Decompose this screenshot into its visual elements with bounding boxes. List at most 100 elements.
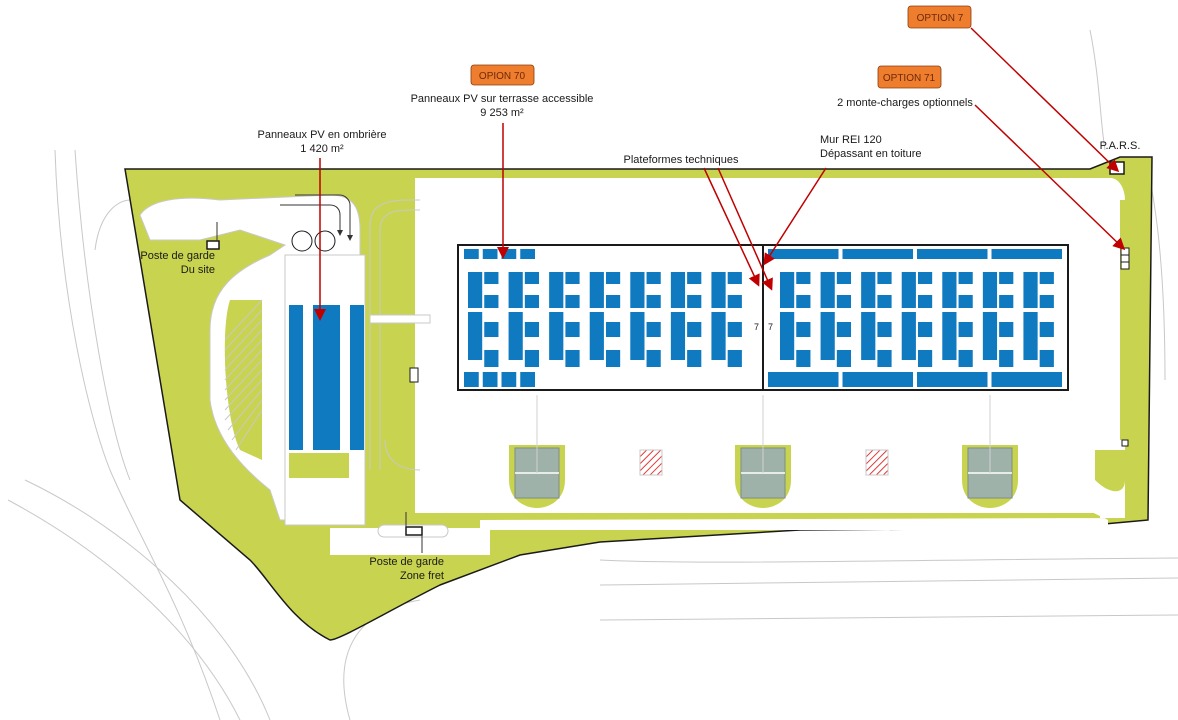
pv-column [942, 312, 957, 360]
pv-block [565, 350, 580, 367]
cell-number-right: 7 [768, 322, 773, 332]
tank-2 [314, 230, 336, 252]
pv-block [917, 350, 933, 367]
tank-1 [291, 230, 313, 252]
pv-block [605, 322, 621, 337]
pv-shade-label-2: 1 420 m² [300, 143, 344, 155]
loading-docks [509, 395, 1018, 508]
roof-pv-panels [464, 249, 1062, 387]
pv-shade-label-1: Panneaux PV en ombrière [257, 129, 386, 141]
pv-block [727, 272, 742, 284]
pv-band-top [464, 249, 479, 259]
arrow-wall [763, 167, 827, 266]
option-badge-70[interactable]: OPION 70 [470, 64, 535, 86]
parking-green-strip [289, 453, 349, 478]
pv-block [687, 272, 702, 284]
pv-column [1023, 312, 1038, 360]
platforms-label: Plateformes techniques [624, 154, 739, 166]
pv-block [484, 350, 499, 367]
annotation-arrows [314, 27, 1126, 321]
pv-block [958, 272, 973, 284]
guard-site-label-2: Du site [181, 264, 215, 276]
pv-block [524, 322, 540, 337]
pv-column [901, 312, 916, 360]
pv-band-bottom [501, 372, 517, 387]
pv-block [565, 295, 580, 308]
arrow-pars [970, 27, 1120, 173]
pv-column [589, 272, 604, 308]
pv-column [468, 312, 483, 360]
pv-block [1039, 295, 1054, 308]
pv-column [982, 272, 998, 308]
pv-column [711, 312, 726, 360]
stair-core-west [409, 367, 419, 383]
pv-block [646, 295, 661, 308]
pv-column [670, 272, 686, 308]
pv-block [836, 272, 852, 284]
pv-column [549, 272, 564, 308]
option-badge-71[interactable]: OPTION 71 [877, 65, 942, 89]
pv-block [999, 295, 1014, 308]
pv-band-bottom [520, 372, 535, 387]
pv-column [861, 272, 876, 308]
east-green-strip [1120, 200, 1134, 440]
pv-column [1023, 272, 1038, 308]
hatched-zone-1 [639, 449, 663, 476]
pv-block [727, 350, 742, 367]
option-7-label: OPTION 7 [917, 13, 964, 24]
pv-column [549, 312, 564, 360]
pv-shade-row-2 [313, 305, 340, 450]
pv-column [670, 312, 686, 360]
pv-block [796, 350, 811, 367]
pv-block [646, 272, 661, 284]
pv-block [877, 322, 892, 337]
pv-block [796, 295, 811, 308]
pv-block [999, 350, 1014, 367]
pv-band-top [917, 249, 988, 259]
pv-block [877, 295, 892, 308]
pv-band-bottom [842, 372, 913, 387]
pv-block [1039, 322, 1054, 337]
pv-column [780, 312, 795, 360]
pv-block [1039, 350, 1054, 367]
pv-block [687, 295, 702, 308]
east-marker [1121, 439, 1129, 447]
pv-band-top [482, 249, 498, 259]
pv-band-top [991, 249, 1062, 259]
pv-block [484, 295, 499, 308]
pv-block [524, 350, 540, 367]
pv-block [727, 322, 742, 337]
pv-column [468, 272, 483, 308]
pv-column [630, 312, 645, 360]
pv-block [836, 295, 852, 308]
pv-terrace-label-1: Panneaux PV sur terrasse accessible [411, 93, 594, 105]
pv-block [877, 350, 892, 367]
guard-freight-label-2: Zone fret [400, 570, 444, 582]
pv-block [565, 322, 580, 337]
wall-label-2: Dépassant en toiture [820, 148, 922, 160]
option-badge-7[interactable]: OPTION 7 [907, 5, 972, 29]
pv-column [630, 272, 645, 308]
pv-column [711, 272, 726, 308]
pv-column [820, 272, 835, 308]
pv-block [646, 350, 661, 367]
arrow-platform-2 [717, 167, 773, 291]
pv-band-top [842, 249, 913, 259]
pv-block [727, 295, 742, 308]
option-71-label: OPTION 71 [883, 73, 936, 84]
pars-unit [1109, 161, 1125, 175]
pv-block [524, 272, 540, 284]
pv-block [958, 295, 973, 308]
pv-column [861, 312, 876, 360]
lifts-label: 2 monte-charges optionnels [837, 97, 973, 109]
cell-number-left: 7 [754, 322, 759, 332]
hatched-zone-2 [865, 449, 889, 476]
truck-ramp [369, 199, 420, 470]
arrow-lifts [974, 104, 1126, 251]
pv-band-top [768, 249, 839, 259]
pv-band-bottom [482, 372, 498, 387]
pv-column [942, 272, 957, 308]
pv-block [605, 350, 621, 367]
pv-shade-row-1 [289, 305, 303, 450]
pv-block [917, 322, 933, 337]
